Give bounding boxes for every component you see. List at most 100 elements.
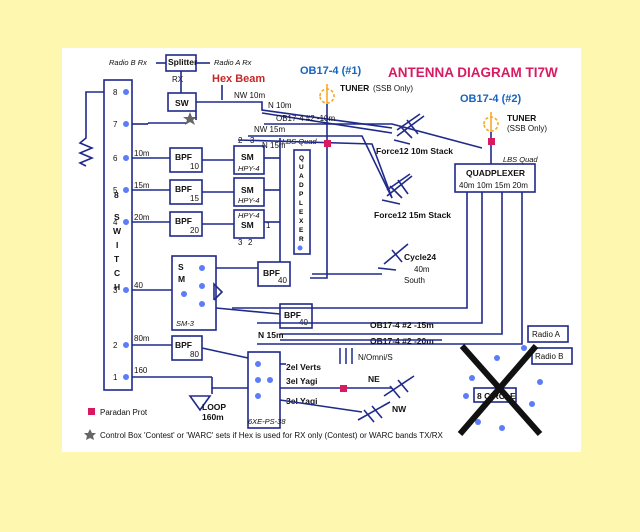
bpf-40a-label: BPF — [263, 268, 280, 278]
switch-letter-h: H — [114, 282, 120, 292]
n-10m-label: N 10m — [268, 101, 292, 110]
ob2-paradan-prot — [488, 138, 495, 145]
switch-letter-8: 8 — [114, 190, 119, 200]
ob2-20m-label: OB17-4 #2 -20m — [370, 336, 434, 346]
paradan-legend-label: Paradan Prot — [100, 408, 148, 417]
rx-label: RX — [172, 75, 184, 84]
ne-label: NE — [368, 374, 380, 384]
svg-text:Q: Q — [299, 155, 304, 162]
sm-20: SM HPY-4 3 2 1 — [233, 209, 271, 247]
ob1-title: OB17-4 (#1) — [300, 65, 361, 77]
ob2-quadplexer-label: QUADPLEXER — [466, 168, 525, 178]
sw-label: SW — [175, 98, 190, 108]
sm-20-port-2: 2 — [248, 238, 253, 247]
svg-text:X: X — [299, 218, 304, 225]
ob2-quadplexer-box — [454, 163, 536, 193]
radio-b-rx-label: Radio B Rx — [109, 58, 147, 67]
ob1-paradan-prot — [324, 140, 331, 147]
ob1-tuner-label: TUNER — [340, 83, 369, 93]
yagi2-label: 3el Yagi — [286, 396, 318, 406]
bpf-10-band: 10 — [190, 162, 199, 171]
sm3-box: S M SM-3 — [171, 255, 217, 331]
svg-text:U: U — [299, 164, 304, 171]
band-160: 160 — [134, 366, 148, 375]
bpf-20-label: BPF — [175, 216, 192, 226]
bpf-40a-band: 40 — [278, 276, 287, 285]
nom-label: N/Omni/S — [358, 353, 393, 362]
svg-text:E: E — [299, 209, 304, 216]
legend-star-icon — [84, 429, 96, 440]
radio-b-box — [531, 347, 573, 365]
crossed-out-x-icon — [457, 344, 543, 436]
ne-yagi-icon — [383, 375, 415, 399]
band-15m: 15m — [134, 181, 150, 190]
loop-label: LOOP — [202, 402, 226, 412]
loop-sub: 160m — [202, 412, 224, 422]
switch-letter-w: W — [113, 226, 122, 236]
svg-text:R: R — [299, 236, 304, 243]
paradan-legend-swatch — [88, 408, 95, 415]
force12-10m-antenna-icon — [393, 113, 425, 145]
quadplexer-vertical-letters: Q U A D P L E X E R — [299, 155, 304, 243]
loop-antenna-icon — [188, 395, 212, 412]
ob2-lbs-quad: LBS Quad — [503, 155, 538, 164]
hex-beam-label: Hex Beam — [212, 73, 265, 85]
bpf-80: BPF 80 — [171, 335, 203, 361]
sm-10-label: SM — [241, 152, 254, 162]
bpf-15-band: 15 — [190, 194, 199, 203]
cycle24-sub2: South — [404, 276, 425, 285]
port-1: 1 — [113, 373, 118, 382]
bpf-15-label: BPF — [175, 184, 192, 194]
cycle24-label: Cycle24 — [404, 252, 436, 262]
splitter-label: Splitter — [168, 57, 198, 67]
sm3-label: SM-3 — [176, 319, 195, 328]
sixpack-switch: 6XE-PS-38 — [247, 351, 286, 429]
eight-circle-elements — [463, 345, 543, 431]
svg-text:L: L — [299, 200, 303, 207]
ob2-tuner-sub: (SSB Only) — [507, 124, 547, 133]
svg-text:A: A — [299, 173, 304, 180]
nw-label: NW — [392, 404, 407, 414]
force12-15m-label: Force12 15m Stack — [374, 210, 451, 220]
radio-a-rx-label: Radio A Rx — [214, 58, 252, 67]
switch-letter-c: C — [114, 268, 120, 278]
bpf-40b-label: BPF — [284, 310, 301, 320]
port-5: 5 — [113, 186, 118, 195]
switch-letter-s: S — [114, 212, 120, 222]
sixpack-label: 6XE-PS-38 — [248, 417, 286, 426]
cycle24-sub: 40m — [414, 265, 430, 274]
band-10m: 10m — [134, 149, 150, 158]
svg-text:D: D — [299, 182, 304, 189]
sm-15-label: SM — [241, 185, 254, 195]
sm3-s: S — [178, 262, 184, 272]
bpf-40a: BPF 40 — [257, 261, 291, 287]
sm-20-hpy: HPY-4 — [238, 211, 260, 220]
sm-15: SM HPY-4 — [233, 177, 265, 207]
switch-letter-t: T — [114, 254, 120, 264]
sm3-m: M — [178, 274, 185, 284]
force12-10m-label: Force12 10m Stack — [376, 146, 453, 156]
port-7: 7 — [113, 120, 118, 129]
port-2: 2 — [113, 341, 118, 350]
force12-15m-antenna-icon — [381, 173, 413, 205]
nw-yagi-icon — [357, 401, 391, 423]
ob2-15m-label: OB17-4 #2 -15m — [370, 320, 434, 330]
sm-15-hpy: HPY-4 — [238, 196, 260, 205]
ob1-tuner-loop-icon — [319, 88, 335, 104]
cycle24-antenna-icon — [377, 243, 409, 271]
band-40: 40 — [134, 281, 143, 290]
ob2-10m-label: OB17-4 #2 -10m — [276, 114, 335, 123]
bpf-20-band: 20 — [190, 226, 199, 235]
antenna-diagram: .ln{stroke:#1f2a8a;stroke-width:1.6;fill… — [77, 54, 573, 440]
radio-b-label: Radio B — [535, 352, 563, 361]
ob2-tuner-loop-icon — [483, 116, 499, 132]
diagram-title: ANTENNA DIAGRAM TI7W — [388, 65, 558, 80]
n-15m-top-label: N 15m — [262, 141, 286, 150]
port-4: 4 — [113, 218, 118, 227]
port-6: 6 — [113, 154, 118, 163]
vertical-arrows-icon — [339, 348, 353, 364]
svg-text:E: E — [299, 227, 304, 234]
ob1-tuner-sub: (SSB Only) — [373, 84, 413, 93]
port-8: 8 — [113, 88, 118, 97]
bpf-10-label: BPF — [175, 152, 192, 162]
